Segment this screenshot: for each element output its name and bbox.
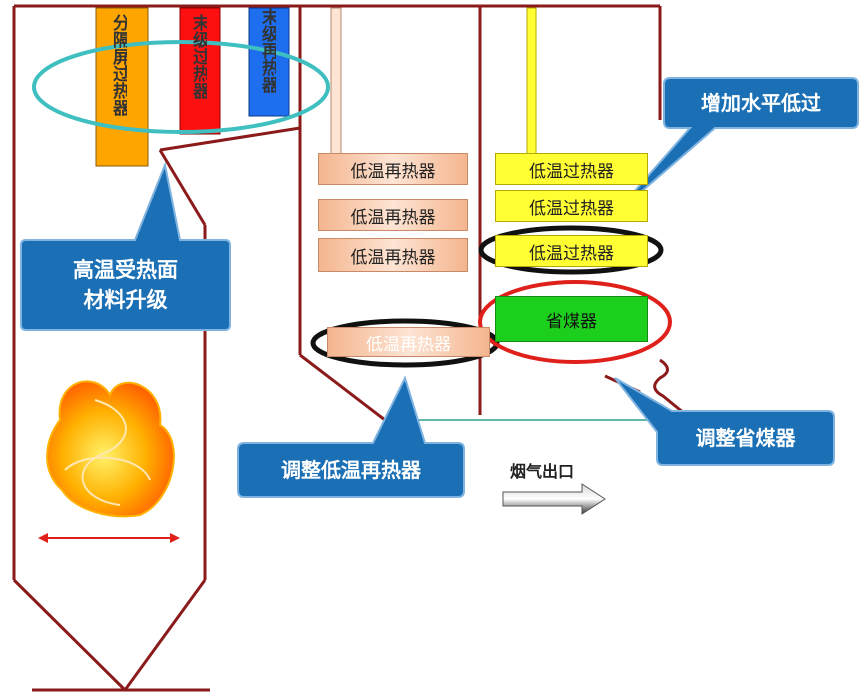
low-temp-superheater-3: 低温过热器 <box>495 235 648 267</box>
callout-add-superheater-shape <box>611 77 859 218</box>
callout-adjust-reheater-shape <box>237 375 465 498</box>
flue-gas-exit-label: 烟气出口 <box>510 462 575 481</box>
low-temp-reheater-3: 低温再热器 <box>318 238 468 272</box>
panel-label-2: 末级过热器 <box>190 14 207 99</box>
highlight-panels-ellipse <box>32 40 330 134</box>
highlight-economizer-ellipse <box>478 280 672 364</box>
panel-label-3: 末级再热器 <box>259 8 276 93</box>
low-temp-superheater-1: 低温过热器 <box>495 153 648 185</box>
panel-bar-2 <box>179 7 221 135</box>
low-temp-reheater-2: 低温再热器 <box>318 199 468 231</box>
flame-icon <box>38 380 180 543</box>
panel-label-1: 分隔屏过热器 <box>110 14 127 116</box>
low-temp-reheater-4: 低温再热器 <box>327 327 490 357</box>
highlight-superheater-ellipse <box>478 225 664 275</box>
low-temp-reheater-1: 低温再热器 <box>318 153 468 185</box>
callout-adjust-economizer-label: 调整省煤器 <box>695 425 796 450</box>
right-riser <box>526 7 537 157</box>
callout-adjust-economizer-shape <box>614 377 835 466</box>
middle-riser <box>330 7 342 157</box>
exit-arrow-icon <box>502 483 606 515</box>
economizer: 省煤器 <box>495 296 648 342</box>
callout-high-temp-shape <box>20 161 231 331</box>
callout-adjust-reheater-label: 调整低温再热器 <box>281 457 421 482</box>
low-temp-superheater-2: 低温过热器 <box>495 190 648 222</box>
panel-bar-1 <box>95 7 149 167</box>
panel-bar-3 <box>248 7 290 117</box>
callout-add-superheater-label: 增加水平低过 <box>701 90 821 115</box>
callout-high-temp-label: 高温受热面 材料升级 <box>73 257 178 312</box>
